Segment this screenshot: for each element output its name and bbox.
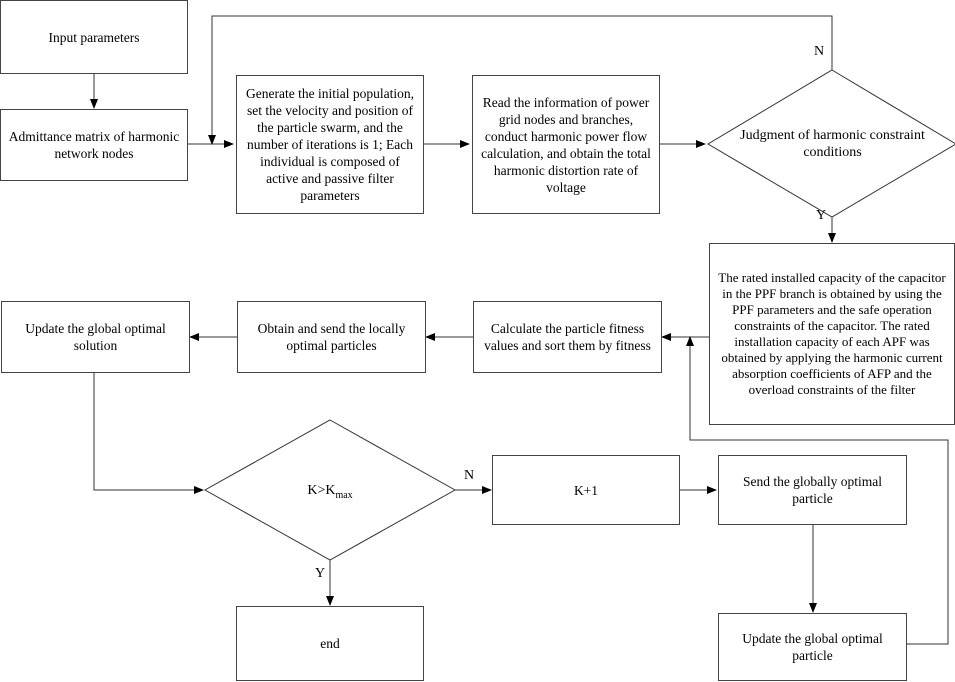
calculate-fitness-label: Calculate the particle fitness values an… — [484, 321, 651, 353]
obtain-local-label: Obtain and send the locally optimal part… — [257, 321, 406, 353]
k-compare-label: K>Kmax — [280, 482, 380, 504]
end-label: end — [320, 636, 340, 651]
judgment-label: Judgment of harmonic constraint conditio… — [740, 128, 925, 160]
admittance-matrix-label: Admittance matrix of harmonic network no… — [8, 129, 180, 161]
update-global-particle-label: Update the global optimal particle — [742, 631, 883, 663]
generate-population-box: Generate the initial population, set the… — [236, 75, 424, 214]
k-compare-text: K>K — [307, 483, 336, 498]
judgment-no-label: N — [813, 44, 825, 59]
update-global-solution-label: Update the global optimal solution — [25, 321, 166, 353]
k-compare-subscript: max — [335, 489, 353, 501]
generate-population-label: Generate the initial population, set the… — [246, 86, 414, 203]
k-no-label: N — [463, 468, 475, 483]
rated-capacity-box: The rated installed capacity of the capa… — [709, 243, 955, 425]
rated-capacity-label: The rated installed capacity of the capa… — [718, 270, 946, 397]
update-global-particle-box: Update the global optimal particle — [718, 613, 907, 681]
input-parameters-box: Input parameters — [0, 0, 188, 74]
read-information-box: Read the information of power grid nodes… — [472, 75, 660, 214]
read-information-label: Read the information of power grid nodes… — [481, 94, 651, 195]
send-global-box: Send the globally optimal particle — [718, 455, 907, 525]
k-plus-one-box: K+1 — [492, 455, 680, 525]
input-parameters-label: Input parameters — [48, 29, 140, 45]
obtain-local-box: Obtain and send the locally optimal part… — [237, 301, 426, 373]
update-global-solution-box: Update the global optimal solution — [1, 301, 190, 373]
judgment-yes-label: Y — [815, 208, 827, 223]
k-compare-diamond — [203, 419, 457, 561]
judgment-diamond — [707, 69, 955, 218]
send-global-label: Send the globally optimal particle — [742, 474, 883, 506]
calculate-fitness-box: Calculate the particle fitness values an… — [473, 301, 662, 373]
admittance-matrix-box: Admittance matrix of harmonic network no… — [0, 109, 188, 181]
k-plus-one-label: K+1 — [573, 482, 599, 498]
end-box: end — [236, 606, 424, 681]
k-yes-label: Y — [314, 566, 326, 581]
